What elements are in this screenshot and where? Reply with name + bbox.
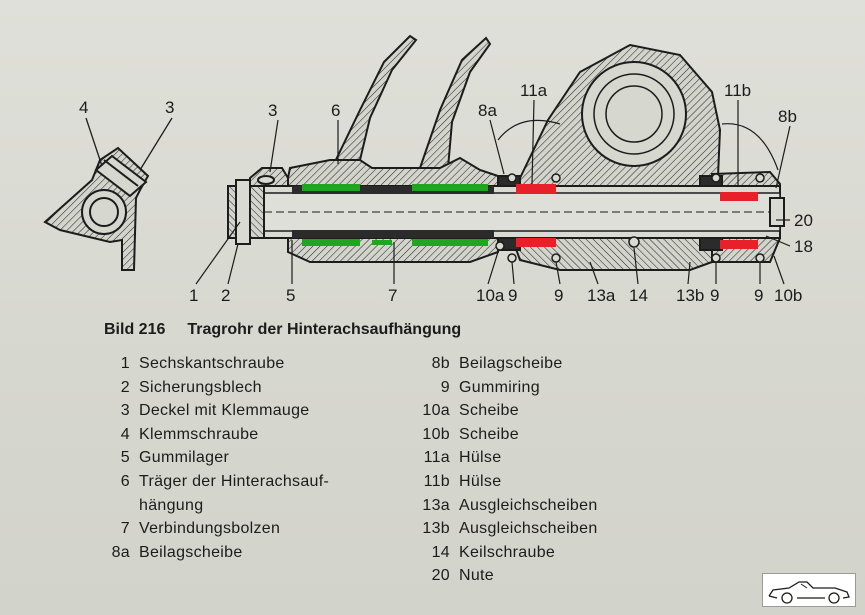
- callout-10a: 10a: [476, 286, 505, 305]
- legend-number: [108, 494, 130, 518]
- legend-number: 11b: [423, 472, 450, 490]
- car-logo: [762, 573, 856, 607]
- legend-text: Scheibe: [459, 425, 519, 443]
- legend-text: Sechskantschraube: [139, 355, 285, 372]
- legend-entry: 5 Gummilager: [108, 446, 329, 470]
- legend-entry: 11a Hülse: [419, 446, 598, 470]
- legend-text: Sicherungsblech: [139, 378, 262, 396]
- legend-text: Keilschraube: [459, 543, 556, 561]
- callout-8b: 8b: [778, 107, 797, 126]
- callout-18: 18: [794, 237, 813, 256]
- legend-number: 13b: [422, 520, 450, 538]
- callout-9-c: 9: [710, 286, 719, 305]
- legend-number: 6: [120, 472, 130, 490]
- legend-number: 5: [120, 449, 130, 467]
- legend-text: Ausgleichscheiben: [459, 520, 598, 538]
- figure-number: Bild 216: [104, 321, 166, 338]
- callout-3: 3: [268, 101, 277, 120]
- callout-1: 1: [189, 286, 198, 305]
- legend-number: 3: [120, 402, 130, 420]
- legend-entry: 13b Ausgleichscheiben: [419, 517, 598, 541]
- legend-number: 8a: [111, 543, 130, 561]
- legend-entry: 8b Beilagscheibe: [419, 352, 598, 376]
- legend-number: 7: [120, 520, 130, 538]
- legend-entry: hängung: [108, 494, 329, 518]
- callout-10b: 10b: [774, 286, 802, 305]
- support-tube-assembly: [227, 34, 785, 271]
- callout-4: 4: [79, 98, 88, 117]
- callout-9-a: 9: [508, 286, 517, 305]
- legend-number: 4: [120, 425, 130, 443]
- legend-entry: 10a Scheibe: [419, 399, 598, 423]
- rubber-bearing-highlights: [302, 184, 488, 246]
- legend-text: Verbindungsbolzen: [139, 520, 281, 538]
- legend-text: Hülse: [459, 449, 502, 467]
- callout-7: 7: [388, 286, 397, 305]
- legend-number: 1: [120, 355, 130, 372]
- callout-9-b: 9: [554, 286, 563, 305]
- legend-text: Ausgleichscheiben: [459, 496, 598, 514]
- legend-entry: 14 Keilschraube: [419, 541, 598, 565]
- legend-number: 11a: [423, 449, 450, 467]
- callout-9-d: 9: [754, 286, 763, 305]
- callout-11b: 11b: [724, 81, 751, 100]
- callout-13a: 13a: [587, 286, 616, 305]
- legend-entry: 1 Sechskantschraube: [108, 352, 329, 376]
- rubber-bearing-bands: [292, 186, 494, 238]
- legend-text: Träger der Hinterachsauf-: [139, 472, 330, 490]
- callout-2: 2: [221, 286, 230, 305]
- callout-6: 6: [331, 101, 340, 120]
- callout-5: 5: [286, 286, 295, 305]
- sleeve-highlights: [516, 184, 758, 249]
- legend-number: 8b: [431, 355, 450, 372]
- legend-entry: 20 Nute: [419, 564, 598, 588]
- legend-text: Hülse: [459, 472, 502, 490]
- legend-text: Klemmschraube: [139, 425, 259, 443]
- legend-number: 9: [440, 378, 450, 396]
- legend-text: Deckel mit Klemmauge: [139, 402, 310, 420]
- legend-number: 14: [431, 543, 450, 561]
- legend-text: Beilagscheibe: [459, 355, 563, 372]
- legend-entry: 8a Beilagscheibe: [108, 541, 329, 565]
- legend-left-column: 1 Sechskantschraube 2 Sicherungsblech 3 Decke…: [108, 352, 329, 564]
- figure-title: Tragrohr der Hinterachsaufhängung: [187, 321, 462, 338]
- callout-13b: 13b: [676, 286, 704, 305]
- roadster-car-icon: [768, 581, 850, 604]
- legend-text: hängung: [139, 496, 204, 514]
- legend-entry: 6 Träger der Hinterachsauf-: [108, 470, 329, 494]
- callout-11a: 11a: [520, 81, 548, 100]
- callout-3-detail: 3: [165, 98, 174, 117]
- legend-entry: 2 Sicherungsblech: [108, 376, 329, 400]
- legend-entry: 4 Klemmschraube: [108, 423, 329, 447]
- legend-number: 20: [431, 567, 450, 585]
- legend-entry: 3 Deckel mit Klemmauge: [108, 399, 329, 423]
- legend-entry: 10b Scheibe: [419, 423, 598, 447]
- legend-text: Gummiring: [459, 378, 540, 396]
- rubber-rings: [507, 173, 765, 263]
- leader-lines: [195, 99, 791, 285]
- legend-number: 10b: [422, 425, 450, 443]
- legend-number: 13a: [422, 496, 450, 514]
- callout-14: 14: [629, 286, 648, 305]
- figure-caption: Bild 216 Tragrohr der Hinterachsaufhängun…: [104, 321, 461, 339]
- legend-number: 10a: [422, 402, 450, 420]
- legend-entry: 13a Ausgleichscheiben: [419, 494, 598, 518]
- callout-8a: 8a: [478, 101, 497, 120]
- legend-number: 2: [120, 378, 130, 396]
- legend-text: Scheibe: [459, 402, 519, 420]
- callout-20: 20: [794, 211, 813, 230]
- legend-entry: 9 Gummiring: [419, 376, 598, 400]
- clamp-detail-view: [43, 117, 173, 271]
- legend-entry: 7 Verbindungsbolzen: [108, 517, 329, 541]
- legend-text: Nute: [459, 567, 494, 585]
- legend-entry: 11b Hülse: [419, 470, 598, 494]
- legend-text: Beilagscheibe: [139, 543, 243, 561]
- callout-labels: 4 3 3 6 8a 11a 11b 8b 20 18 1 2 5 7 10a …: [79, 81, 813, 305]
- legend-text: Gummilager: [139, 449, 230, 467]
